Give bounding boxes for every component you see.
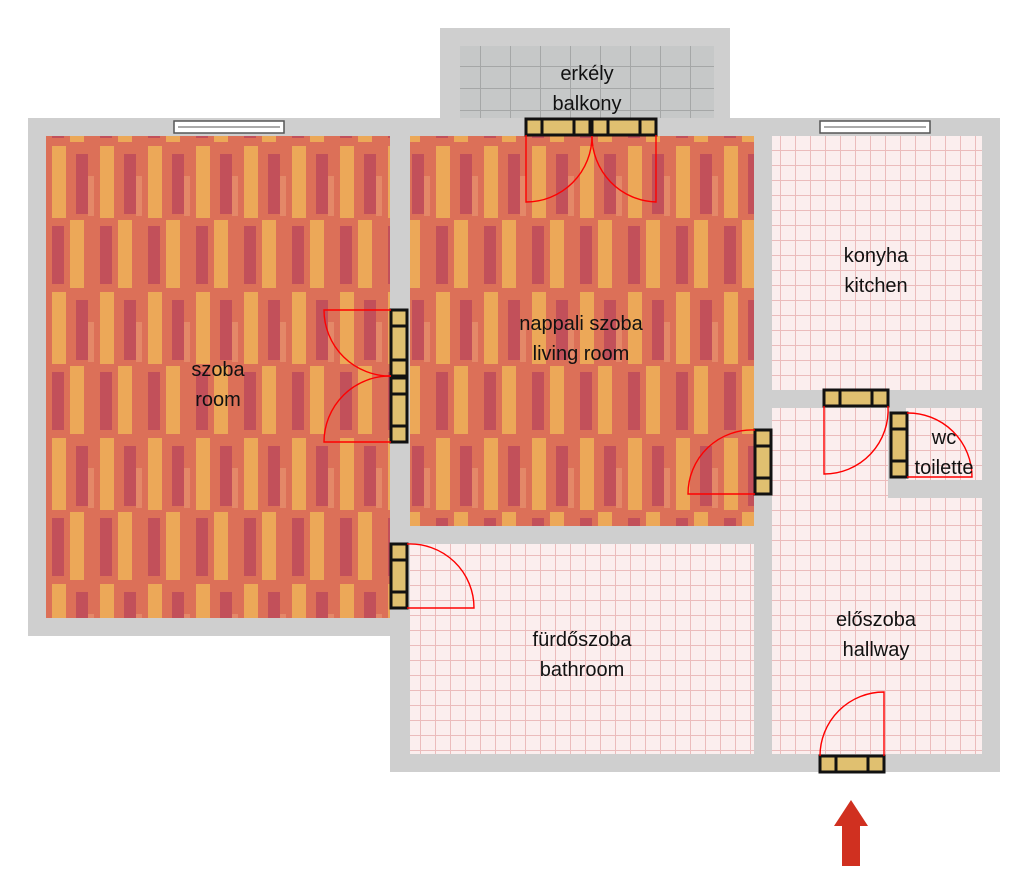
balcony-name-hu: erkély [560, 63, 613, 85]
living-name-en: living room [533, 343, 630, 365]
wc-name-en: toilette [915, 457, 974, 479]
door-frame-dividers [392, 120, 906, 771]
hallway-name-hu: előszoba [836, 609, 917, 631]
window-room [173, 120, 285, 134]
door-swings [323, 135, 973, 757]
room-label-wc: wc toilette [915, 427, 974, 479]
hallway-floor-lower [772, 498, 982, 754]
kitchen-floor [772, 136, 982, 390]
room-label-hallway: előszoba hallway [836, 609, 917, 661]
balcony-floor [460, 46, 714, 118]
window-kitchen [819, 120, 931, 134]
room-label-living: nappali szoba living room [519, 313, 643, 365]
room-name-hu: szoba [191, 359, 245, 381]
kitchen-name-en: kitchen [844, 275, 907, 297]
wc-name-hu: wc [931, 427, 956, 449]
wc-floor [906, 408, 982, 480]
kitchen-name-hu: konyha [844, 245, 909, 267]
balcony-name-en: balkony [553, 93, 622, 115]
room-label-balcony: erkély balkony [553, 63, 622, 115]
room-name-en: room [195, 389, 241, 411]
bathroom-name-hu: fürdőszoba [533, 629, 633, 651]
room-floor [46, 136, 390, 618]
room-label-kitchen: konyha kitchen [844, 245, 909, 297]
hallway-floor [772, 408, 888, 506]
up-arrow-icon [834, 800, 868, 866]
bathroom-name-en: bathroom [540, 659, 625, 681]
living-name-hu: nappali szoba [519, 313, 643, 335]
room-label-bathroom: fürdőszoba bathroom [533, 629, 633, 681]
room-label-room: szoba room [191, 359, 245, 411]
hallway-name-en: hallway [843, 639, 910, 661]
